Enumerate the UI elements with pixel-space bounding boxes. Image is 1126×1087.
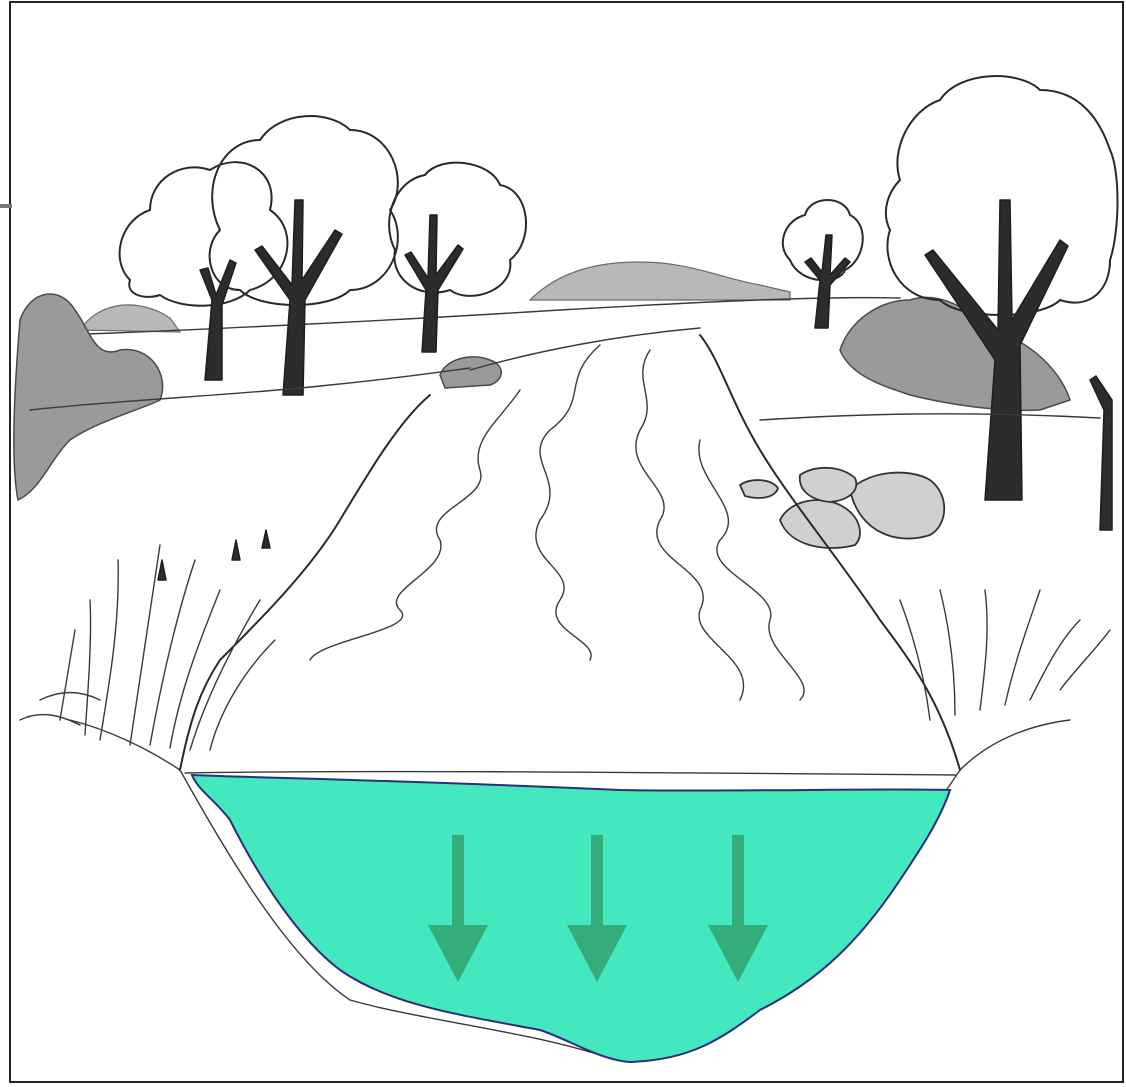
arrow-shaft bbox=[452, 835, 464, 930]
arrow-shaft bbox=[732, 835, 744, 930]
arrow-shaft bbox=[591, 835, 603, 930]
